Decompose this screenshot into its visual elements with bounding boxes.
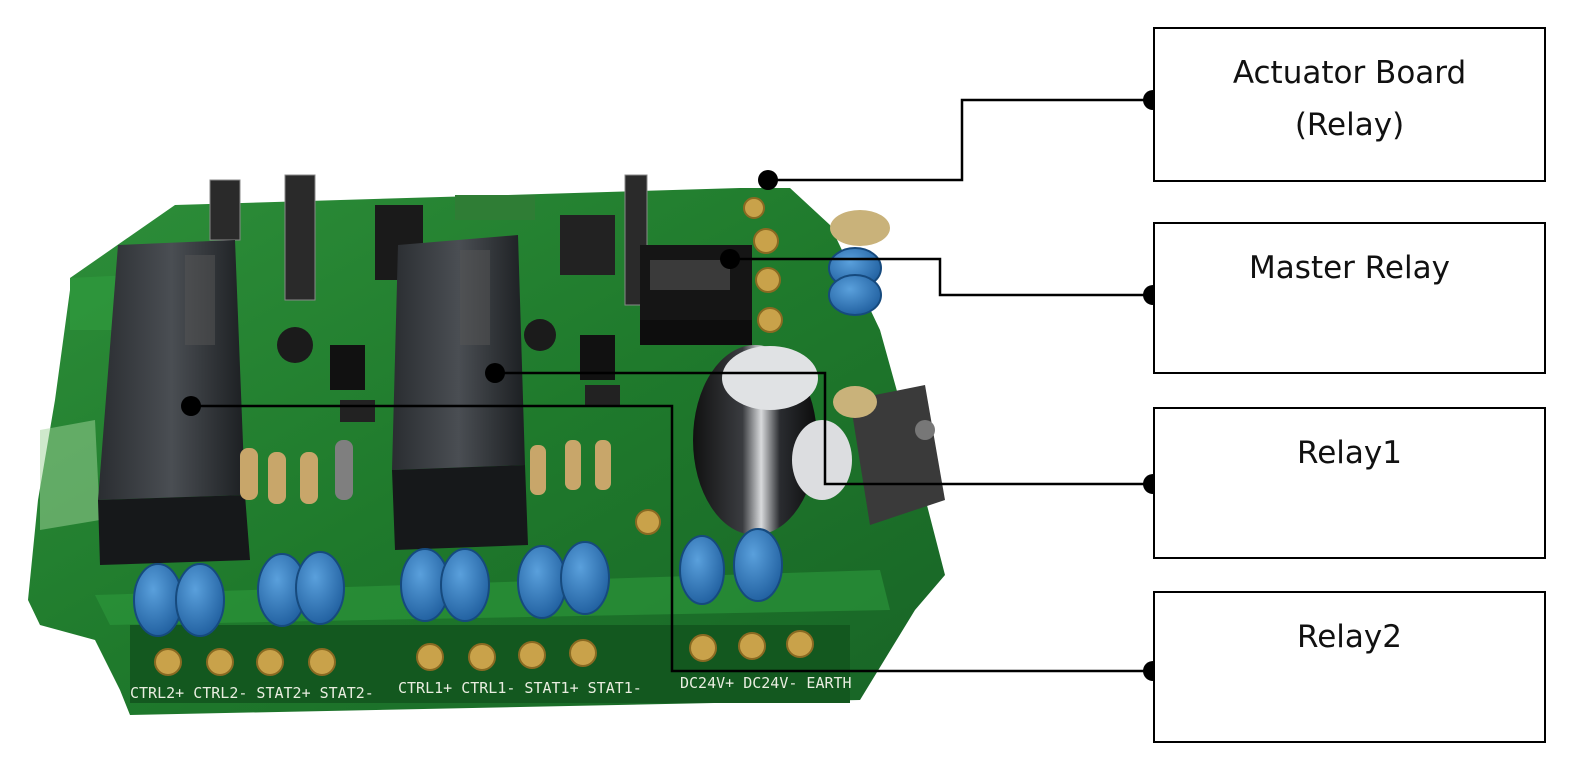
leader-lines <box>191 98 1153 673</box>
leader-relay1 <box>495 371 1153 486</box>
label-relay2-text: Relay2 <box>1297 619 1402 655</box>
tan-capacitor <box>830 210 890 246</box>
blue-varistors <box>133 247 882 637</box>
dot-master-relay <box>720 249 740 269</box>
leader-actuator-board <box>768 98 1153 182</box>
label-relay1: Relay1 <box>1153 407 1546 559</box>
silkscreen-mid: CTRL1+ CTRL1- STAT1+ STAT1- <box>398 679 642 697</box>
label-actuator-board-line1: Actuator Board <box>1232 55 1467 91</box>
label-master-relay-text: Master Relay <box>1249 250 1450 286</box>
relay2-component <box>98 240 250 565</box>
dot-relay1 <box>485 363 505 383</box>
dot-relay2 <box>181 396 201 416</box>
electrolytic-capacitors <box>693 345 852 535</box>
label-relay2: Relay2 <box>1153 591 1546 743</box>
silkscreen-right: DC24V+ DC24V- EARTH <box>680 674 852 692</box>
label-actuator-board: Actuator Board (Relay) <box>1153 27 1546 182</box>
leader-relay2 <box>191 404 1153 673</box>
voltage-regulator <box>850 385 945 525</box>
label-master-relay: Master Relay <box>1153 222 1546 374</box>
terminal-pads <box>154 197 814 676</box>
resistors <box>240 440 611 504</box>
relay1-component <box>392 235 528 550</box>
label-actuator-board-line2: (Relay) <box>1294 107 1405 143</box>
dot-actuator-board <box>758 170 778 190</box>
silkscreen-left: CTRL2+ CTRL2- STAT2+ STAT2- <box>130 684 374 702</box>
silkscreen-text: CTRL2+ CTRL2- STAT2+ STAT2- CTRL1+ CTRL1… <box>130 674 852 702</box>
leader-master-relay <box>730 257 1153 297</box>
label-relay1-text: Relay1 <box>1297 435 1402 471</box>
tan-capacitor-2 <box>833 386 877 418</box>
